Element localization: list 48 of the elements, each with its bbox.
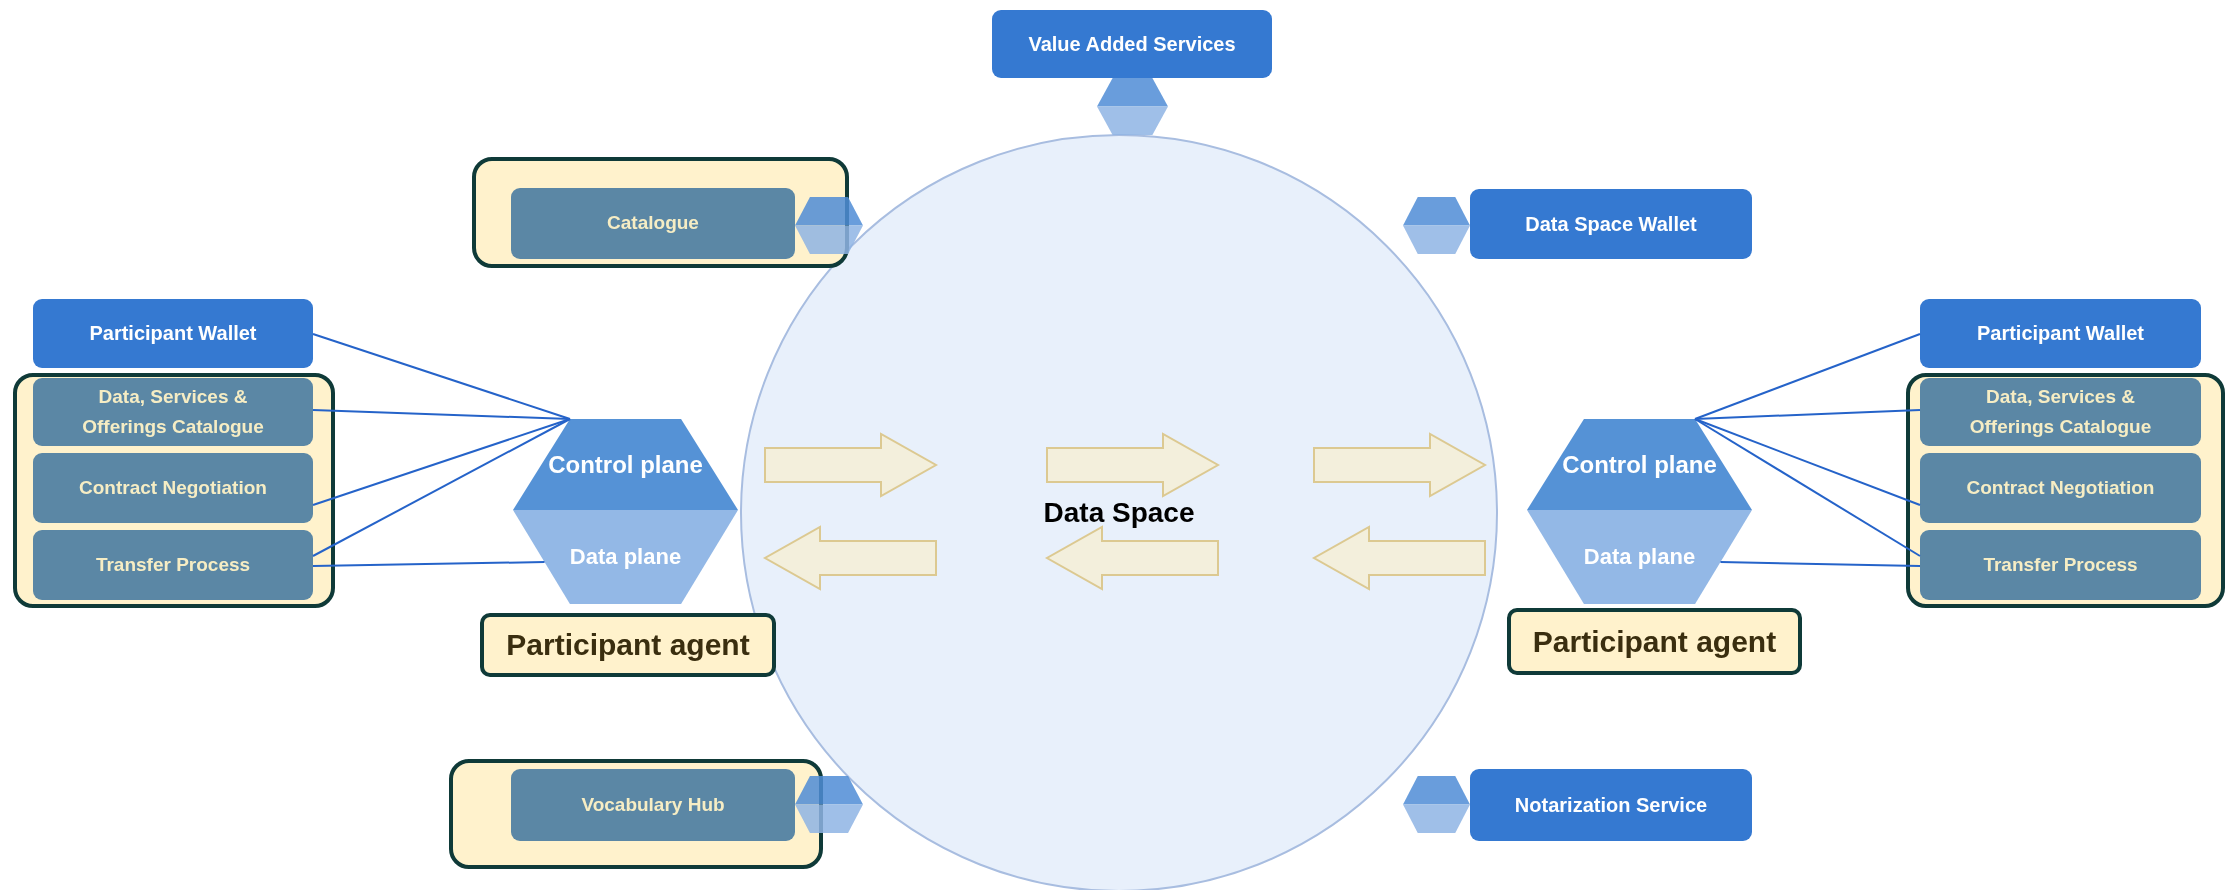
box-label: Data plane: [569, 544, 682, 570]
connector-line: [1694, 333, 1921, 420]
box-label: Contract Negotiation: [1966, 475, 2155, 500]
box-label: Data Space Wallet: [1525, 212, 1697, 236]
box-label: Data plane: [1583, 544, 1696, 570]
box-label: Participant Wallet: [89, 322, 257, 345]
service-box: [1470, 189, 1752, 259]
agent-label: Participant agent: [506, 628, 750, 662]
connector-line: [312, 561, 546, 567]
box-label: Control plane: [1562, 450, 1717, 479]
component-box: [33, 378, 313, 446]
connector-line: [1694, 418, 1921, 557]
component-box: [511, 769, 795, 841]
connector-line: [1719, 561, 1921, 567]
box-label: Participant Wallet: [1976, 322, 2145, 345]
service-box: [33, 299, 313, 368]
box-label: Contract Negotiation: [79, 475, 267, 500]
group-frame: [449, 759, 823, 869]
box-label: Notarization Service: [1514, 793, 1708, 817]
connector-line: [312, 418, 571, 506]
box-label: Data, Services & Offerings Catalogue: [81, 384, 265, 439]
service-box: [1470, 769, 1752, 841]
component-box: [33, 453, 313, 523]
box-label: Transfer Process: [95, 552, 251, 577]
box-label: Data, Services & Offerings Catalogue: [1968, 384, 2153, 439]
component-box: [1920, 378, 2201, 446]
group-frame: [472, 157, 849, 268]
group-frame: [13, 373, 335, 608]
box-label: Transfer Process: [1983, 552, 2138, 577]
agent-label-box: [1507, 608, 1802, 675]
box-label: Vocabulary Hub: [581, 792, 725, 817]
connector-line: [1694, 409, 1921, 420]
service-box: [1920, 299, 2201, 368]
agent-label: Participant agent: [1532, 624, 1777, 659]
circle-title: Data Space: [1043, 497, 1195, 529]
connector-line: [312, 418, 571, 557]
group-frame: [1906, 373, 2225, 608]
service-box: [992, 10, 1272, 78]
connector-line: [312, 333, 571, 420]
agent-label-box: [480, 613, 776, 677]
box-label: Control plane: [548, 450, 703, 479]
component-box: [1920, 530, 2201, 600]
component-box: [1920, 453, 2201, 523]
box-label: Value Added Services: [1028, 32, 1236, 56]
component-box: [33, 530, 313, 600]
box-label: Catalogue: [607, 211, 699, 236]
connector-line: [312, 409, 571, 420]
component-box: [511, 188, 795, 259]
